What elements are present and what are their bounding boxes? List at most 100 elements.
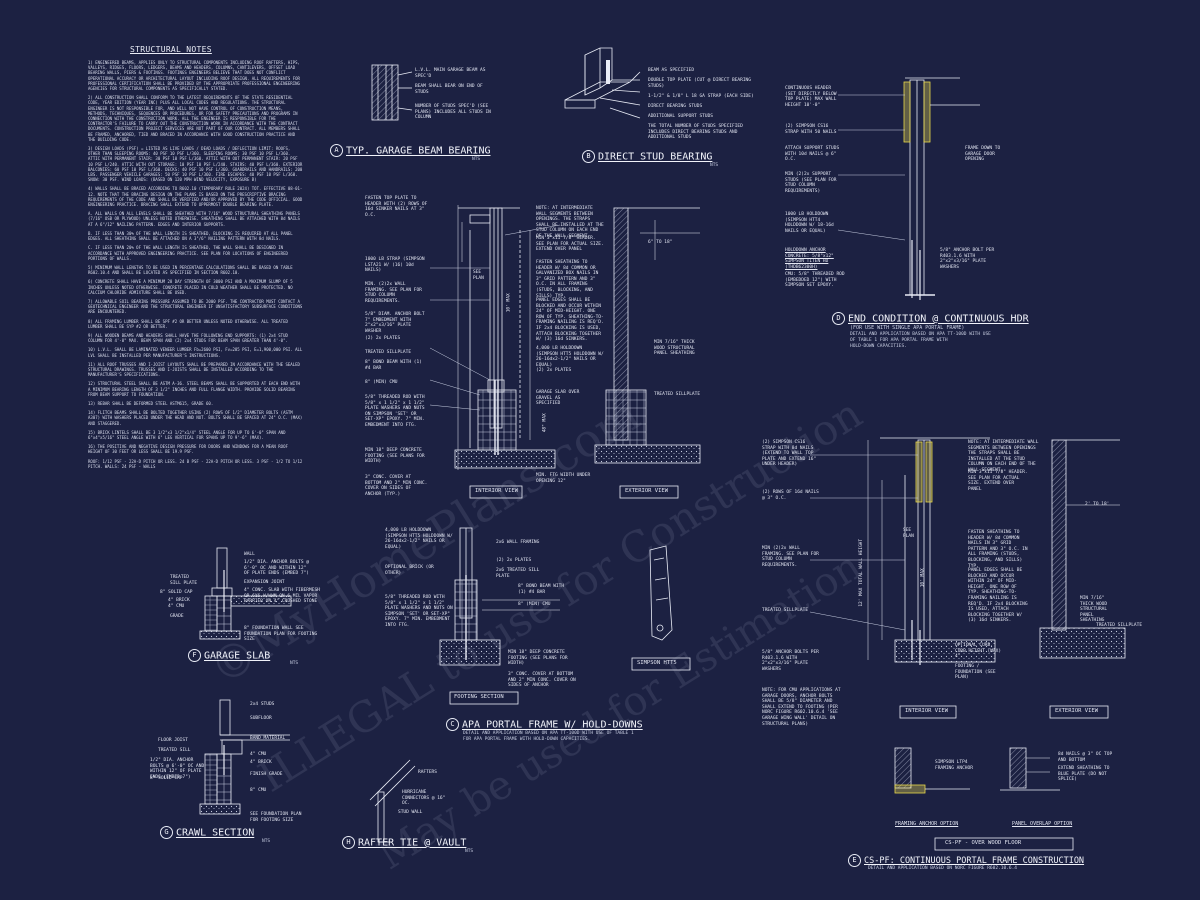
detail-b-label: THE TOTAL NUMBER OF STUDS SPECIFIED INCL… [648,124,743,141]
detail-a-marker: A [330,144,343,157]
detail-d-label: MIN (2)2x SUPPORT STUDS (SEE PLAN FOR ST… [785,172,837,194]
detail-e-subtitle: DETAIL AND APPLICATION BASED ON NORC FIG… [868,866,1018,871]
detail-h-drawing [369,759,416,843]
detail-b-label: DIRECT BEARING STUDS [648,104,703,109]
structural-note: 15) BRICK LINTELS SHALL BE 3 1/2"x3 1/2"… [88,429,286,440]
detail-d-label: (2) SIMPSON CS16 STRAP WITH 50 NAILS [785,124,837,135]
detail-b-label: BEAM AS SPECIFIED [648,68,695,73]
detail-e-marker: E [848,854,861,867]
detail-e-note: NOTE: AT INTERMEDIATE WALL SEGMENTS BETW… [968,440,1039,473]
detail-a-drawing [371,64,413,121]
detail-c-footing-label: OPTIONAL BRICK (OR OTHER) [385,565,434,576]
detail-g-label: 2x4 STUDS [250,702,275,707]
structural-note: 9) ALL WOODEN BEAMS AND HEADERS SHALL HA… [88,332,288,344]
detail-d-subtitle: DETAIL AND APPLICATION BASED ON APA TT-1… [850,332,991,337]
detail-e-note: PANEL EDGES SHALL BE BLOCKED AND OCCUR W… [968,568,1028,624]
detail-e-exterior [1039,439,1126,719]
detail-c-footing-label: 8" BOND BEAM WITH (1) #4 BAR [518,584,565,595]
detail-e-note: MIN 3"x11 7/8" HEADER. SEE PLAN FOR ACTU… [968,470,1028,492]
structural-note: 8) ALL FRAMING LUMBER SHALL BE SPF #2 OR… [88,318,288,329]
detail-f-label: 4" BRICK [168,598,190,603]
detail-c-label: TREATED SILLPLATE [365,350,412,355]
detail-a-label: BEAM SHALL BEAR ON END OF STUDS [415,84,483,95]
detail-e-interior [867,437,996,719]
detail-d-subtitle: HOLD-DOWN CAPACITIES. [850,344,907,349]
detail-d-label: CONTINUOUS HEADER (SET DIRECTLY BELOW TO… [785,86,837,108]
detail-f-label: 8" FOUNDATION WALL SEE FOUNDATION PLAN F… [244,626,318,643]
detail-c-dim-mid: 10' MAX [506,293,512,313]
structural-note: B. IF LESS THAN 30% OF THE WALL LENGTH I… [88,230,293,242]
structural-note: 14) FLITCH BEAMS SHALL BE BOLTED TOGETHE… [88,410,303,426]
detail-c-subtitle: DETAIL AND APPLICATION BASED ON APA TT-1… [463,731,634,736]
detail-e-note: OPTIONAL CURB. CURB HEIGHT (MAX) 4" [955,643,1002,660]
detail-f-label: EXPANSION JOINT [244,580,285,585]
detail-e-note: TREATED SILLPLATE [1096,623,1143,628]
detail-e-label: MIN (2)2x WALL FRAMING. SEE PLAN FOR STU… [762,546,819,568]
structural-note: 1) ENGINEERED BEAMS, APPLIES ONLY TO STR… [88,60,300,92]
detail-c-footing-label: 3" CONC. COVER AT BOTTOM AND 2" MIN CONC… [508,672,576,689]
detail-c-note: MIN 3"x11 7/8" HEADER. SEE PLAN FOR ACTU… [536,236,604,253]
detail-b-label: 1-1/2" & 1/8" L 18 GA STRAP (EACH SIDE) [648,94,754,99]
detail-c-exterior [594,207,701,499]
detail-d-label: CMU: 5/8" THREADED ROD (EMBEDDED 12") WI… [785,272,845,289]
detail-b-label: ADDITIONAL SUPPORT STUDS [648,114,714,119]
detail-c-ftg-note: MIN. FTG WIDTH UNDER OPENING 12" [536,473,591,484]
detail-c-footing-label: 5/8" THREADED ROD WITH 5/8" x 1 1/2" x 1… [385,595,453,628]
detail-g-label: 4" BRICK [250,760,272,765]
detail-b-scale: NTS [710,163,719,168]
detail-c-title-text: APA PORTAL FRAME W/ HOLD-DOWNS [462,719,643,731]
detail-a-label: NUMBER OF STUDS SPEC'D (SEE PLANS) INCLU… [415,104,491,121]
detail-g-label: BAND MATERIAL [250,736,286,741]
detail-c-footing-label: 4,000 LB HOLDDOWN (SIMPSON HTT5 HOLDDOWN… [385,528,453,550]
detail-d-marker: D [832,312,845,325]
detail-b-marker: B [582,150,595,163]
detail-c-label: MIN. (2)2x WALL FRAMING. SEE PLAN FOR ST… [365,282,422,304]
detail-f-label: GRADE [170,614,184,619]
detail-f-label: 4" CONC. SLAB WITH FIBERMESH OR 6X6 W/WW… [244,588,320,605]
detail-e-overlap-label: 8d NAILS @ 3" OC TOP AND BOTTOM [1058,752,1113,763]
detail-c-note: MIN 7/16" THICK WOOD STRUCTURAL PANEL SH… [654,340,695,357]
detail-h-label: HURRICANE CONNECTORS @ 16" OC. [402,790,446,807]
detail-f-marker: F [188,649,201,662]
detail-c-note: 4,000 LB HOLDDOWN (SIMPSON HTT5 HOLDDOWN… [536,346,604,368]
detail-c-simpson-htt5 [631,545,691,671]
detail-c-interior [454,205,556,499]
structural-notes-body: 1) ENGINEERED BEAMS, APPLIES ONLY TO STR… [88,60,303,540]
detail-b-drawing [564,47,641,119]
detail-c-label: 8" (MIN) CMU [365,380,398,385]
structural-note: 7) ALLOWABLE SOIL BEARING PRESSURE ASSUM… [88,298,303,315]
detail-b-title-text: DIRECT STUD BEARING [598,151,713,163]
detail-g-label: 8" CMU [250,788,267,793]
detail-e-label: 5/8" ANCHOR BOLTS PER R403.1.6 WITH 2"x2… [762,650,819,672]
detail-e-note: MIN 7/16" THICK WOOD STRUCTURAL PANEL SH… [1080,596,1108,624]
detail-d-label: 1000 LB HOLDDOWN (SIMPSON HTT4 HOLDDOWN … [785,212,834,234]
detail-c-label: 5/8" DIAM. ANCHOR BOLT 7" EMBEDMENT WITH… [365,312,425,334]
detail-c-dim-low: 48" MAX [542,413,548,433]
detail-f-label: TREATED SILL PLATE [170,575,198,586]
detail-c-label: MIN 18" DEEP CONCRETE FOOTING (SEE PLANS… [365,448,425,465]
structural-notes-title: STRUCTURAL NOTES [130,45,212,54]
structural-note: C. IF LESS THAN 20% OF THE WALL LENGTH I… [88,245,288,261]
detail-e-note: FOOTING / FOUNDATION (SEE PLAN) [955,664,996,681]
detail-g-label: TREATED SILL [158,748,191,753]
detail-g-label: 1/2" DIA. ANCHOR BOLTS @ 6'-0" OC AND WI… [150,758,205,780]
detail-f-title-text: GARAGE SLAB [204,650,271,662]
detail-c-note: GARAGE SLAB OVER GRAVEL AS SPECIFIED [536,390,580,407]
detail-d-label: ATTACH SUPPORT STUDS WITH 10d NAILS @ 6"… [785,146,840,163]
detail-c-footing-label: MIN 18" DEEP CONCRETE FOOTING (SEE PLANS… [508,650,568,667]
detail-c-label: 8" BOND BEAM WITH (1) #4 BAR [365,360,422,371]
structural-note: 12) STRUCTURAL STEEL SHALL BE ASTM A-36.… [88,381,300,397]
detail-g-marker: G [160,826,173,839]
detail-e-panel-overlap-option: PANEL OVERLAP OPTION [1012,821,1073,827]
structural-note: 4) WALLS SHALL BE BRACED ACCORDING TO R6… [88,186,303,208]
detail-g-drawing [199,699,290,815]
detail-d-label: HOLDDOWN ANCHOR CONCRETE: 5/8"x12" SIMPS… [785,248,834,270]
detail-g-label: FINISH GRADE [250,772,283,777]
detail-g-label: SEE FOUNDATION PLAN FOR FOOTING SIZE [250,812,302,823]
